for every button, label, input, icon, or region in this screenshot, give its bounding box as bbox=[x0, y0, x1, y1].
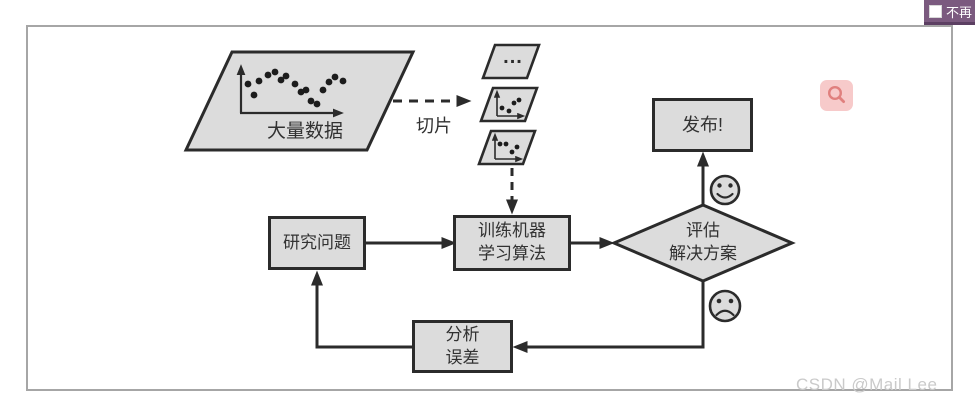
analyze-errors-label-line2: 误差 bbox=[445, 347, 480, 367]
checkbox-icon[interactable] bbox=[929, 4, 942, 18]
big-data-label: 大量数据 bbox=[266, 121, 343, 142]
mini-dots bbox=[499, 97, 522, 114]
slice-label: 切片 bbox=[416, 116, 452, 136]
mini-axes bbox=[493, 89, 526, 120]
release-label: 发布! bbox=[681, 114, 723, 135]
train-algorithm-label-line2: 学习算法 bbox=[478, 244, 546, 263]
release-box: 发布! bbox=[652, 98, 753, 152]
ellipsis-label: ... bbox=[503, 46, 523, 68]
mini-dots bbox=[497, 141, 520, 155]
big-data-parallelogram bbox=[183, 50, 416, 152]
magnifier-icon bbox=[827, 85, 846, 104]
happy-face-icon bbox=[709, 174, 741, 206]
train-algorithm-label-line1: 训练机器 bbox=[478, 221, 546, 241]
analyze-errors-box: 分析 误差 bbox=[412, 320, 513, 373]
evaluate-diamond bbox=[610, 203, 796, 283]
research-problem-box: 研究问题 bbox=[268, 216, 366, 270]
analyze-to-research-arrow bbox=[311, 270, 412, 349]
csdn-watermark: CSDN @Mail Lee bbox=[796, 375, 938, 394]
dont-show-again-label: 不再 bbox=[946, 4, 973, 20]
slice-parallelogram-1 bbox=[479, 86, 539, 123]
mini-axes bbox=[491, 132, 524, 163]
dont-show-again-badge[interactable]: 不再 bbox=[924, 0, 975, 25]
slice-parallelogram-2 bbox=[477, 129, 537, 166]
slice-parallelogram-ellipsis bbox=[481, 43, 541, 80]
sad-face-icon bbox=[708, 289, 742, 323]
image-zoom-button[interactable] bbox=[820, 80, 853, 111]
scatter-dots bbox=[244, 68, 347, 108]
scatter-axes bbox=[236, 64, 344, 118]
train-algorithm-box: 训练机器 学习算法 bbox=[453, 215, 571, 271]
research-problem-label: 研究问题 bbox=[283, 232, 351, 252]
analyze-errors-label-line1: 分析 bbox=[445, 324, 480, 344]
evaluate-to-analyze-arrow bbox=[512, 281, 705, 353]
